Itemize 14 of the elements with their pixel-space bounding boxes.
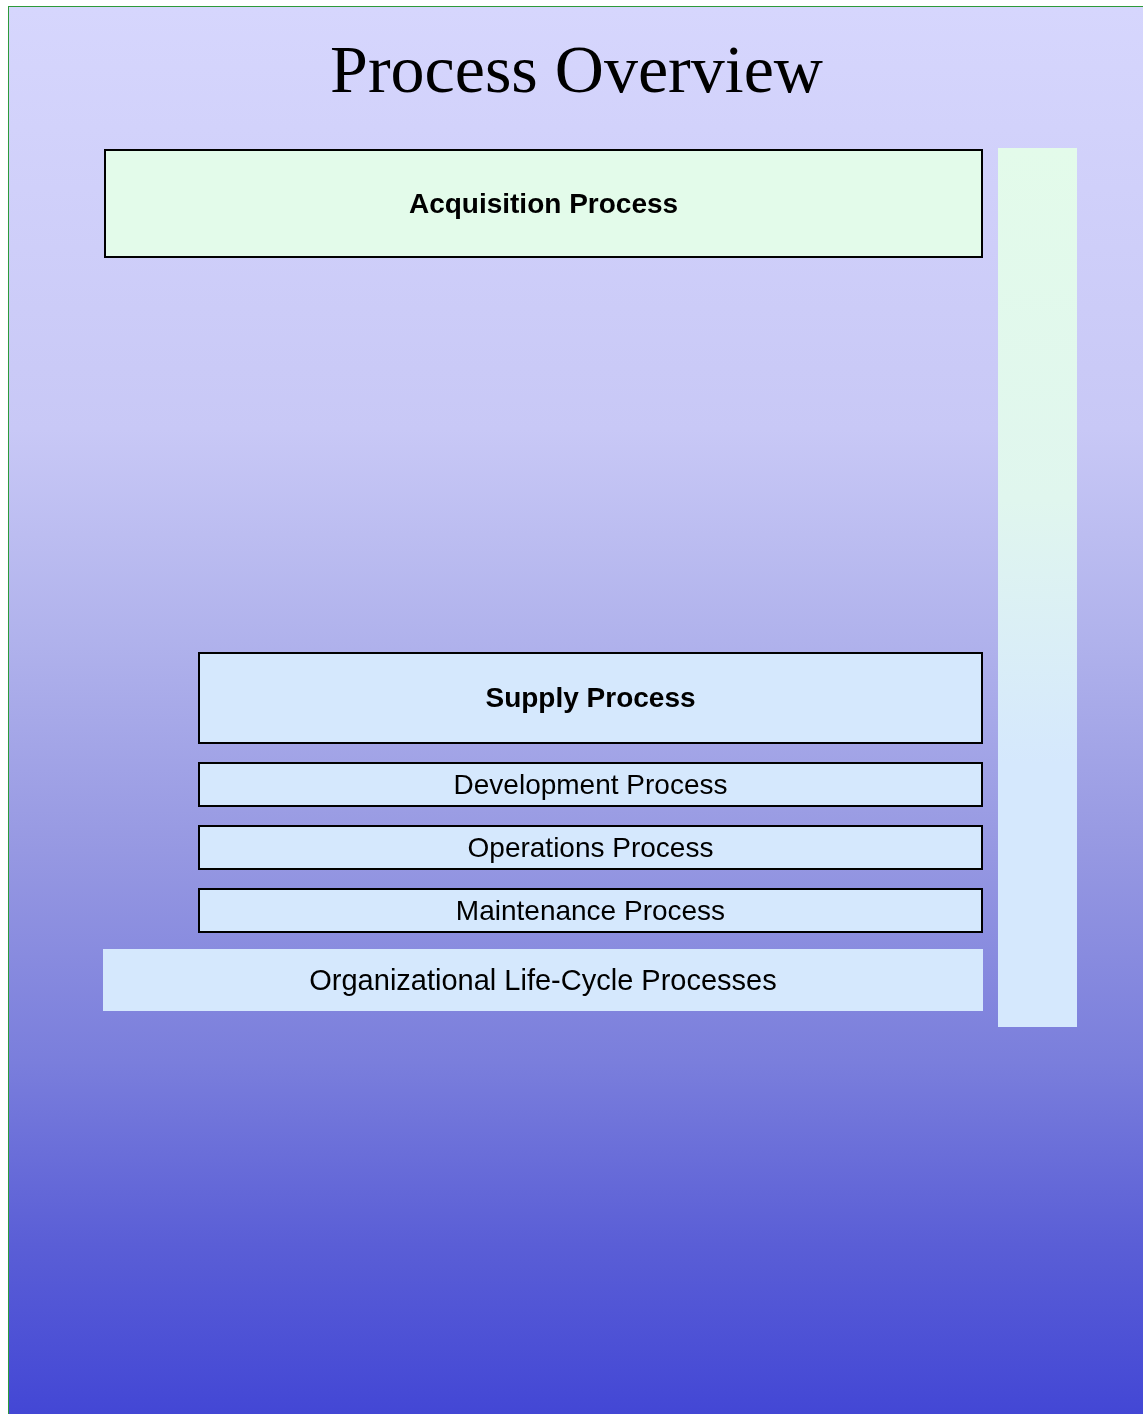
box-label: Acquisition Process (408, 187, 679, 220)
process-box (198, 762, 983, 807)
process-box (198, 652, 983, 744)
side-bar (998, 148, 1077, 1027)
process-box (104, 149, 983, 258)
box-label: Development Process (453, 768, 728, 801)
box-label: Maintenance Process (455, 894, 726, 927)
process-box (198, 825, 983, 870)
process-band (103, 949, 983, 1011)
process-box (198, 888, 983, 933)
box-label: Organizational Life-Cycle Processes (309, 963, 777, 997)
box-label: Operations Process (467, 831, 714, 864)
diagram-title: Process Overview (330, 30, 823, 109)
box-label: Supply Process (485, 682, 696, 714)
